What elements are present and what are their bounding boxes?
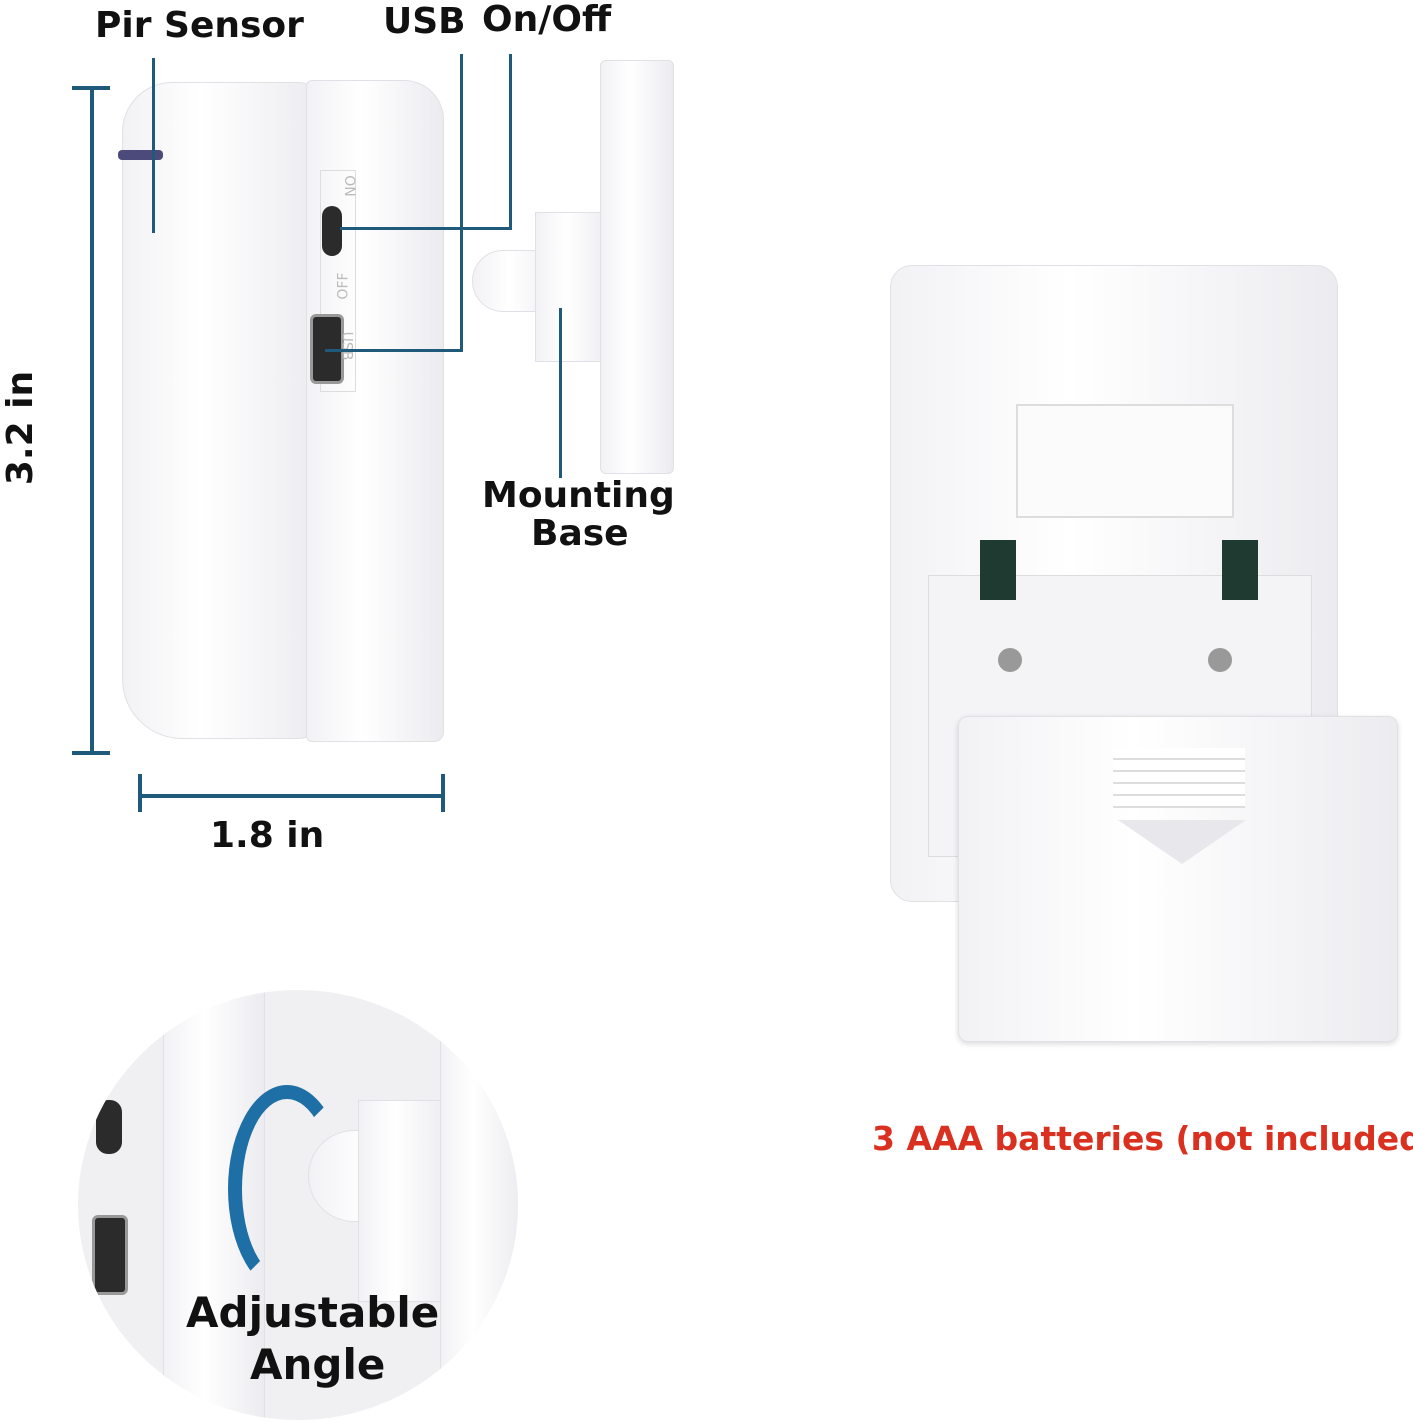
on-off-callout-horizontal (340, 227, 512, 230)
mounting-base-label-line1: Mounting (482, 475, 675, 516)
rotate-arrow-icon (228, 1085, 346, 1293)
switch-panel (320, 170, 356, 392)
screw-right (1208, 648, 1232, 672)
usb-marking: USB (338, 331, 355, 361)
height-tick-bottom (72, 751, 110, 755)
closeup-switch (96, 1100, 122, 1154)
adjustable-angle-closeup (78, 990, 518, 1420)
sensor-side-panel (306, 80, 444, 742)
power-switch[interactable] (322, 206, 342, 256)
usb-label: USB (383, 1, 466, 42)
usb-callout-line (460, 54, 463, 352)
mount-slot (1016, 404, 1234, 518)
on-off-label: On/Off (482, 0, 612, 40)
pir-sensor-label: Pir Sensor (95, 5, 304, 46)
height-dimension-label: 3.2 in (0, 370, 42, 486)
battery-contact-right (1222, 540, 1258, 600)
closeup-usb-port (92, 1215, 128, 1295)
battery-contact-left (980, 540, 1016, 600)
screw-left (998, 648, 1022, 672)
mount-bracket (535, 212, 612, 362)
width-tick-right (441, 774, 445, 812)
mounting-base-label-line2: Base (531, 513, 629, 554)
closeup-base (440, 1040, 518, 1420)
width-tick-left (138, 774, 142, 812)
width-dimension-line (140, 794, 444, 798)
mounting-base (600, 60, 674, 474)
battery-note: 3 AAA batteries (not included) (872, 1119, 1413, 1158)
width-dimension-label: 1.8 in (210, 815, 325, 856)
mounting-base-callout-line (559, 308, 562, 478)
on-marking: ON (340, 175, 357, 197)
height-tick-top (72, 86, 110, 90)
off-marking: OFF (335, 272, 352, 300)
adjustable-label-line2: Angle (250, 1340, 386, 1389)
usb-callout-horizontal (325, 349, 463, 352)
slide-arrow-icon (1118, 820, 1246, 864)
adjustable-label-line1: Adjustable (186, 1288, 440, 1337)
cover-grip (1113, 748, 1245, 808)
closeup-bracket (358, 1100, 450, 1302)
on-off-callout-line (509, 54, 512, 230)
pir-sensor-window (118, 150, 163, 160)
height-dimension-line (90, 86, 94, 754)
pir-callout-line (152, 58, 155, 233)
